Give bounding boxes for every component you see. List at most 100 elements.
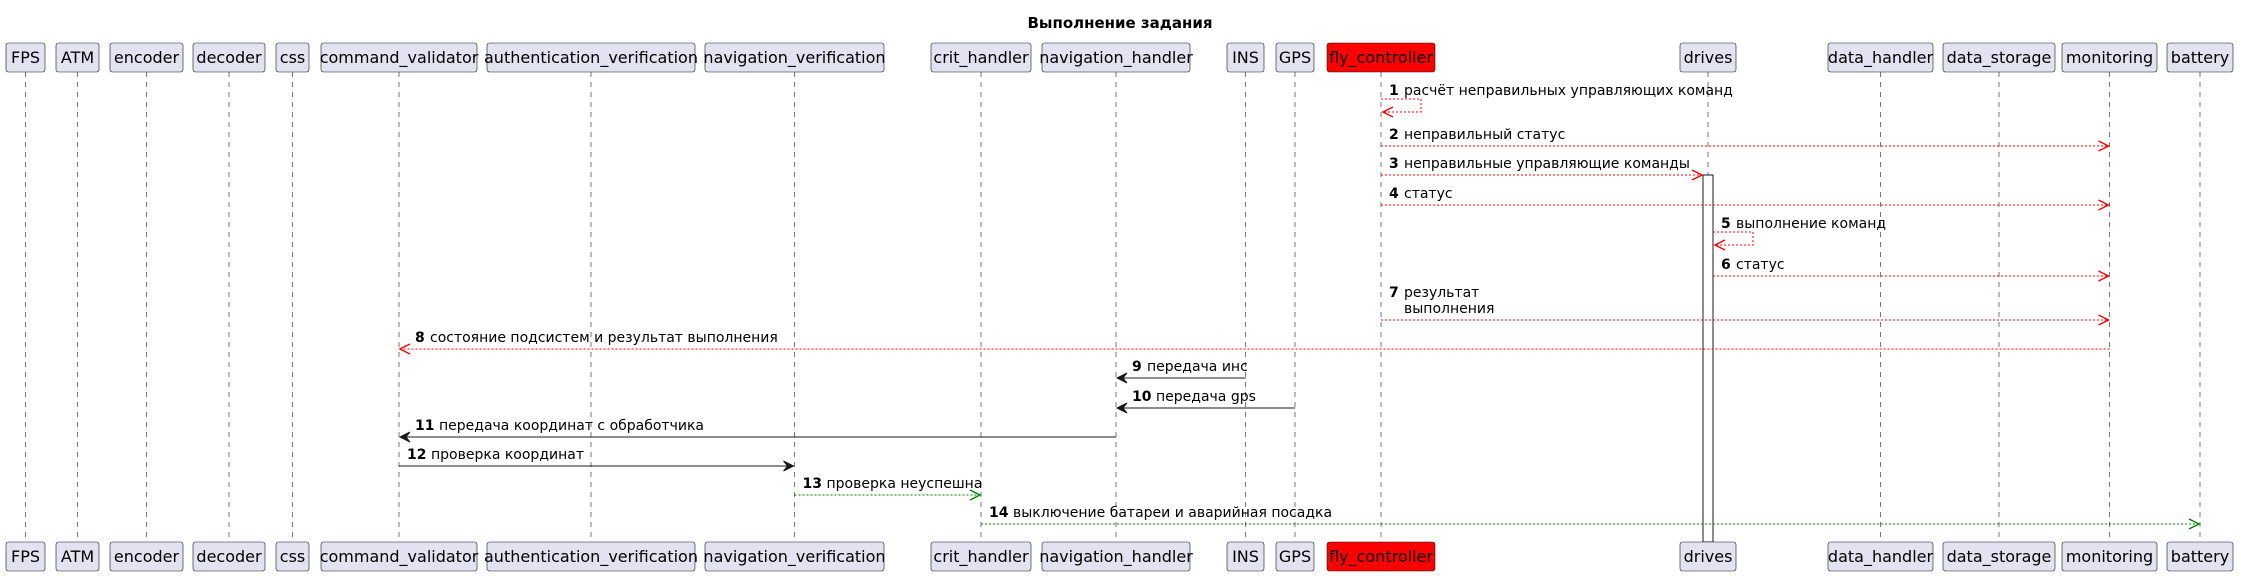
participant-label: decoder xyxy=(196,547,262,566)
message-number: 4 xyxy=(1389,186,1399,202)
participant-label: drives xyxy=(1684,48,1733,67)
participant-drives-top: drives xyxy=(1679,42,1737,73)
participant-decoder-bottom: decoder xyxy=(192,541,266,572)
participant-label: fly_controller xyxy=(1329,48,1433,68)
participant-box xyxy=(109,541,184,572)
participant-authentication_verification-bottom: authentication_verification xyxy=(484,541,698,572)
participant-label: encoder xyxy=(114,48,180,67)
message-number: 2 xyxy=(1389,127,1399,143)
participant-box xyxy=(930,42,1032,73)
message-label: результат xyxy=(1404,285,1479,301)
participant-data_storage-bottom: data_storage xyxy=(1942,541,2056,572)
participant-box xyxy=(1326,541,1436,572)
message-line xyxy=(1381,98,1422,113)
participant-label: fly_controller xyxy=(1329,547,1433,567)
participant-navigation_handler-top: navigation_handler xyxy=(1039,42,1193,73)
message-number: 1 xyxy=(1389,83,1399,99)
arrow-head xyxy=(398,343,411,355)
participant-label: data_handler xyxy=(1828,547,1934,567)
participant-label: authentication_verification xyxy=(484,547,698,567)
arrow-head xyxy=(1713,239,1726,251)
participant-battery-bottom: battery xyxy=(2166,541,2234,572)
activations xyxy=(1702,174,1714,543)
message-number: 7 xyxy=(1389,285,1399,301)
participant-crit_handler-top: crit_handler xyxy=(930,42,1032,73)
message-label: передача координат с обработчика xyxy=(439,418,704,434)
participant-box xyxy=(930,541,1032,572)
message-number: 10 xyxy=(1132,389,1152,405)
participant-fly_controller-bottom: fly_controller xyxy=(1326,541,1436,572)
message-5: 5 выполнение команд xyxy=(1713,216,1886,251)
participant-label: data_storage xyxy=(1947,48,2052,68)
arrow-head xyxy=(1115,372,1128,384)
participant-box xyxy=(1041,42,1191,73)
participant-label: data_handler xyxy=(1828,48,1934,68)
message-label: состояние подсистем и результат выполнен… xyxy=(430,330,778,346)
participant-data_handler-top: data_handler xyxy=(1827,42,1934,73)
participant-data_handler-bottom: data_handler xyxy=(1827,541,1934,572)
participant-box xyxy=(486,541,696,572)
participant-battery-top: battery xyxy=(2166,42,2234,73)
participant-box xyxy=(1275,541,1315,572)
participant-command_validator-bottom: command_validator xyxy=(320,541,479,572)
participant-label: monitoring xyxy=(2066,48,2153,67)
arrow-head xyxy=(1381,106,1394,118)
participant-label: command_validator xyxy=(320,48,479,68)
message-label: неправильные управляющие команды xyxy=(1404,156,1690,172)
participant-fly_controller-top: fly_controller xyxy=(1326,42,1436,73)
message-label: передача gps xyxy=(1156,389,1256,405)
participant-monitoring-top: monitoring xyxy=(2061,42,2158,73)
participant-label: navigation_verification xyxy=(703,48,885,68)
participant-label: INS xyxy=(1232,48,1259,67)
arrow-head xyxy=(2098,199,2111,211)
participant-label: GPS xyxy=(1279,48,1311,67)
participant-encoder-bottom: encoder xyxy=(109,541,184,572)
participant-box xyxy=(1679,541,1737,572)
message-number: 14 xyxy=(989,505,1009,521)
participant-label: GPS xyxy=(1279,547,1311,566)
participant-label: navigation_handler xyxy=(1039,547,1193,567)
message-number: 13 xyxy=(803,476,822,492)
participant-box xyxy=(1827,42,1934,73)
message-number: 11 xyxy=(415,418,434,434)
arrow-head xyxy=(2188,518,2201,530)
participant-label: decoder xyxy=(196,48,262,67)
message-label: выполнение команд xyxy=(1736,216,1886,232)
participant-label: battery xyxy=(2171,48,2229,67)
message-number: 6 xyxy=(1721,257,1731,273)
participant-label: navigation_handler xyxy=(1039,48,1193,68)
participant-box xyxy=(1226,541,1265,572)
participant-label: crit_handler xyxy=(933,547,1029,567)
participant-decoder-top: decoder xyxy=(192,42,266,73)
participants-top: FPS ATM encoder decoder css command_validator… xyxy=(5,42,2234,73)
participant-monitoring-bottom: monitoring xyxy=(2061,541,2158,572)
message-number: 5 xyxy=(1721,216,1731,232)
participant-box xyxy=(5,541,46,572)
arrow-head xyxy=(783,460,795,472)
participant-GPS-top: GPS xyxy=(1275,42,1315,73)
participant-label: ATM xyxy=(61,48,94,67)
arrow-head xyxy=(2098,314,2111,326)
diagram-title: Выполнение задания xyxy=(1027,14,1212,32)
participant-box xyxy=(320,42,478,73)
participant-label: command_validator xyxy=(320,547,479,567)
participant-css-bottom: css xyxy=(275,541,310,572)
participant-command_validator-top: command_validator xyxy=(320,42,479,73)
participant-box xyxy=(192,541,266,572)
participant-label: FPS xyxy=(11,48,40,67)
message-label: выполнения xyxy=(1404,301,1494,317)
message-11: 11 передача координат с обработчика xyxy=(398,418,1116,443)
participant-label: css xyxy=(280,48,305,67)
participant-box xyxy=(5,42,46,73)
